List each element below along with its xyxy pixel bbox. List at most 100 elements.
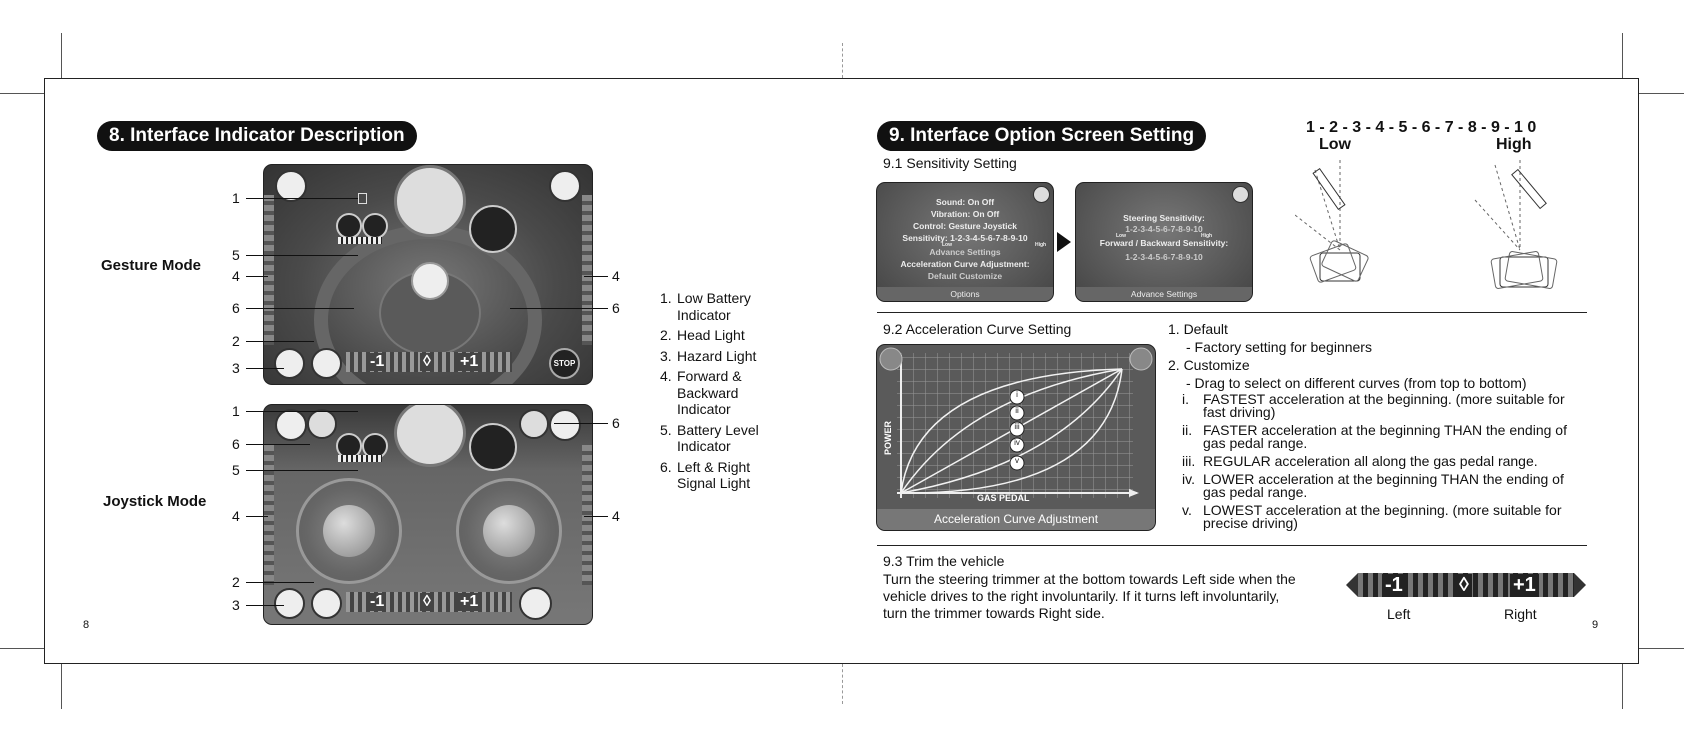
callout-number: 1 bbox=[232, 403, 240, 419]
leader-line bbox=[246, 516, 268, 517]
forward-backward-indicator-left bbox=[264, 445, 274, 585]
page-number-right: 9 bbox=[1592, 619, 1599, 631]
trim-left-arrow-icon[interactable] bbox=[1346, 573, 1358, 597]
crop-mark bbox=[61, 664, 62, 709]
curve-marker[interactable]: v bbox=[1015, 456, 1019, 465]
steering-trimmer[interactable]: -1 ◊ +1 bbox=[346, 592, 512, 612]
back-arrow-icon[interactable] bbox=[549, 170, 581, 202]
right-signal-arrow-icon[interactable] bbox=[519, 409, 549, 439]
leader-line bbox=[246, 341, 314, 342]
acceleration-curve-setting: Acceleration Curve Adjustment: bbox=[900, 259, 1030, 269]
battery-level-indicator bbox=[338, 455, 382, 462]
trim-plus-label: +1 bbox=[1510, 574, 1539, 597]
low-sensitivity-phone-icon bbox=[1295, 160, 1369, 283]
left-joystick[interactable] bbox=[296, 478, 402, 584]
hazard-light-icon[interactable] bbox=[274, 588, 305, 619]
section-9-title: 9. Interface Option Screen Setting bbox=[877, 121, 1207, 151]
settings-gear-icon[interactable] bbox=[275, 409, 307, 441]
vibration-setting[interactable]: Vibration: On Off bbox=[930, 209, 1000, 219]
divider-line bbox=[877, 545, 1587, 546]
left-signal-arrow-icon[interactable] bbox=[307, 409, 337, 439]
gas-pedal-axis-label: GAS PEDAL bbox=[977, 493, 1030, 503]
low-label: Low bbox=[1116, 233, 1126, 239]
leader-line bbox=[246, 582, 314, 583]
back-arrow-icon[interactable] bbox=[549, 409, 581, 441]
low-label: Low bbox=[942, 242, 952, 248]
leader-line bbox=[246, 276, 268, 277]
head-light-icon[interactable] bbox=[311, 348, 342, 379]
forward-backward-sensitivity-scale[interactable]: 1-2-3-4-5-6-7-8-9-10 bbox=[1125, 252, 1203, 262]
advance-settings-button[interactable]: Advance Settings bbox=[929, 247, 1001, 257]
tachometer-gauge bbox=[394, 165, 466, 237]
crop-mark bbox=[1639, 93, 1684, 94]
curve-option-item: ii.FASTER acceleration at the beginning … bbox=[1182, 422, 1567, 451]
trim-minus-label: -1 bbox=[1382, 574, 1406, 597]
trim-right-arrow-icon[interactable] bbox=[1574, 573, 1586, 597]
divider-line bbox=[877, 312, 1587, 313]
customize-description: - Drag to select on different curves (fr… bbox=[1186, 375, 1527, 391]
callout-number: 4 bbox=[232, 508, 240, 524]
joystick-knob[interactable] bbox=[323, 505, 375, 557]
callout-number: 6 bbox=[612, 415, 620, 431]
trim-minus-label: -1 bbox=[368, 593, 387, 611]
acceleration-curve-graph[interactable] bbox=[877, 345, 1155, 530]
cancel-x-icon[interactable] bbox=[879, 347, 903, 371]
callout-number: 5 bbox=[232, 462, 240, 478]
small-gauge bbox=[336, 433, 362, 459]
curve-marker[interactable]: iii bbox=[1014, 422, 1020, 431]
fold-line bbox=[842, 664, 843, 704]
confirm-check-icon[interactable] bbox=[1232, 186, 1249, 203]
power-axis-label: POWER bbox=[883, 420, 893, 455]
advance-settings-screen: Steering Sensitivity: 1-2-3-4-5-6-7-8-9-… bbox=[1075, 182, 1253, 302]
forward-backward-indicator-left bbox=[264, 195, 274, 345]
control-setting[interactable]: Control: Gesture Joystick bbox=[913, 221, 1017, 231]
right-joystick[interactable] bbox=[456, 478, 562, 584]
options-footer: Options bbox=[877, 287, 1053, 301]
sound-setting[interactable]: Sound: On Off bbox=[935, 197, 995, 207]
callout-number: 4 bbox=[612, 508, 620, 524]
stop-button[interactable]: STOP bbox=[549, 348, 580, 379]
back-arrow-icon[interactable] bbox=[1033, 186, 1050, 203]
head-light-icon[interactable] bbox=[311, 588, 342, 619]
curve-marker[interactable]: i bbox=[1016, 390, 1018, 399]
default-customize-toggle[interactable]: Default Customize bbox=[927, 271, 1003, 281]
callout-number: 6 bbox=[612, 300, 620, 316]
trim-plus-label: +1 bbox=[458, 353, 481, 371]
legend-item: 2.Head Light bbox=[660, 327, 745, 343]
curve-marker[interactable]: ii bbox=[1015, 406, 1019, 415]
ferrari-logo-icon[interactable] bbox=[519, 587, 552, 620]
trim-bar[interactable]: -1 ◊ +1 bbox=[1358, 573, 1574, 597]
joystick-knob[interactable] bbox=[483, 505, 535, 557]
crop-mark bbox=[61, 33, 62, 78]
confirm-check-icon[interactable] bbox=[1129, 347, 1153, 371]
high-label: High bbox=[1035, 242, 1047, 248]
leader-line bbox=[246, 470, 358, 471]
forward-backward-indicator-right bbox=[582, 445, 592, 585]
tachometer-gauge bbox=[394, 405, 466, 467]
settings-gear-icon[interactable] bbox=[275, 170, 307, 202]
acceleration-curve-screen: i ii iii iv v POWER GAS PEDAL Accelerati… bbox=[876, 344, 1156, 531]
sensitivity-scale-header: 1 - 2 - 3 - 4 - 5 - 6 - 7 - 8 - 9 - 1 0 bbox=[1306, 119, 1537, 136]
trim-center-marker: ◊ bbox=[420, 353, 434, 371]
low-battery-icon bbox=[358, 193, 367, 204]
leader-line bbox=[246, 605, 284, 606]
speedometer-gauge bbox=[469, 423, 517, 471]
scale-high-label: High bbox=[1496, 136, 1532, 153]
steering-sensitivity-scale[interactable]: 1-2-3-4-5-6-7-8-9-10 bbox=[1125, 224, 1203, 234]
high-label: High bbox=[1201, 233, 1213, 239]
leader-line bbox=[246, 368, 284, 369]
curve-marker[interactable]: iv bbox=[1014, 438, 1020, 447]
page-number-left: 8 bbox=[83, 619, 90, 631]
tilt-sensitivity-illustration bbox=[1295, 160, 1558, 289]
advance-settings-footer: Advance Settings bbox=[1076, 287, 1252, 301]
sensitivity-setting[interactable]: Sensitivity: 1-2-3-4-5-6-7-8-9-10 bbox=[902, 233, 1028, 243]
small-gauge bbox=[362, 213, 388, 239]
crop-mark bbox=[1639, 648, 1684, 649]
steering-trimmer[interactable]: -1 ◊ +1 bbox=[346, 352, 512, 372]
hazard-light-icon[interactable] bbox=[274, 348, 305, 379]
callout-number: 3 bbox=[232, 597, 240, 613]
